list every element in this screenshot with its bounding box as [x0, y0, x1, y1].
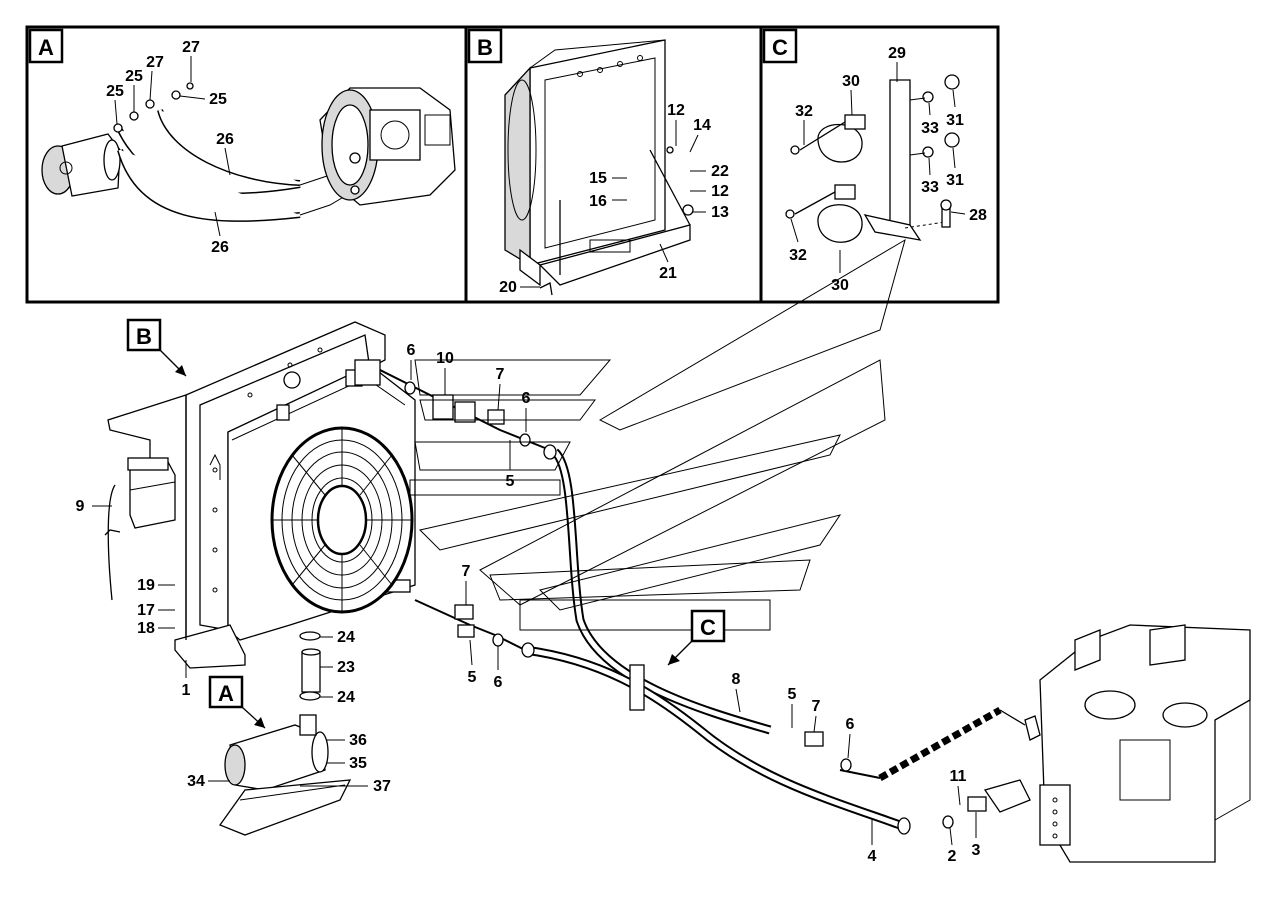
- svg-text:36: 36: [349, 732, 367, 749]
- svg-text:12: 12: [667, 102, 685, 119]
- svg-text:24: 24: [337, 689, 355, 706]
- svg-text:20: 20: [499, 279, 517, 296]
- svg-text:B: B: [136, 324, 152, 349]
- svg-text:6: 6: [494, 674, 503, 691]
- svg-text:34: 34: [187, 773, 205, 790]
- svg-text:25: 25: [125, 68, 143, 85]
- panel-c-drawing: [785, 74, 960, 243]
- svg-text:11: 11: [950, 768, 967, 785]
- svg-text:33: 33: [921, 120, 939, 137]
- hydraulic-pump: [218, 714, 352, 836]
- svg-text:14: 14: [693, 117, 711, 134]
- main-fittings: [404, 381, 1031, 829]
- svg-text:27: 27: [182, 39, 200, 56]
- svg-text:32: 32: [795, 103, 813, 120]
- svg-text:3: 3: [972, 842, 981, 859]
- svg-text:26: 26: [211, 239, 229, 256]
- svg-text:37: 37: [373, 778, 391, 795]
- view-tag-c: C: [667, 609, 726, 666]
- svg-text:30: 30: [831, 277, 849, 294]
- spacer-stack: [299, 631, 321, 701]
- svg-text:A: A: [38, 35, 54, 60]
- expansion-tank: [104, 394, 187, 601]
- panel-b-labels: 12 14 15 22 16 12 13 20 21: [499, 102, 729, 296]
- detail-panels-frame: [25, 25, 1000, 304]
- svg-text:7: 7: [462, 563, 471, 580]
- svg-text:35: 35: [349, 755, 367, 772]
- svg-text:18: 18: [137, 620, 155, 637]
- svg-text:5: 5: [468, 669, 477, 686]
- panel-tag-c: C: [762, 28, 798, 64]
- hose-lines: [379, 369, 1026, 835]
- svg-text:6: 6: [846, 716, 855, 733]
- svg-text:A: A: [218, 681, 234, 706]
- svg-text:31: 31: [946, 112, 964, 129]
- svg-text:7: 7: [496, 366, 505, 383]
- svg-text:32: 32: [789, 247, 807, 264]
- panel-b-drawing: [504, 39, 694, 296]
- view-tag-b: B: [126, 318, 187, 377]
- svg-text:1: 1: [182, 682, 191, 699]
- svg-text:22: 22: [711, 163, 729, 180]
- leader-outlines: [409, 238, 906, 631]
- panel-c-labels: 29 30 32 33 31 33 31 28 32 30: [789, 45, 987, 294]
- svg-text:10: 10: [436, 350, 454, 367]
- panel-tag-a: A: [28, 28, 64, 64]
- svg-text:16: 16: [589, 193, 607, 210]
- svg-text:17: 17: [137, 602, 155, 619]
- svg-text:21: 21: [659, 265, 677, 282]
- svg-text:25: 25: [209, 91, 227, 108]
- main-labels: 6 10 7 6 5 9 19 17 18 7 24 23 24 1 5 6 8…: [76, 342, 981, 865]
- svg-text:25: 25: [106, 83, 124, 100]
- fan-guard: [270, 426, 414, 614]
- svg-text:19: 19: [137, 577, 155, 594]
- panel-a-labels: 27 25 27 25 25 26 26: [106, 39, 234, 256]
- svg-text:28: 28: [969, 207, 987, 224]
- svg-text:23: 23: [337, 659, 355, 676]
- svg-text:30: 30: [842, 73, 860, 90]
- svg-text:27: 27: [146, 54, 164, 71]
- svg-text:15: 15: [589, 170, 607, 187]
- svg-text:7: 7: [812, 698, 821, 715]
- view-tag-a: A: [208, 675, 266, 729]
- svg-text:33: 33: [921, 179, 939, 196]
- svg-text:6: 6: [407, 342, 416, 359]
- svg-text:4: 4: [868, 848, 877, 865]
- svg-text:9: 9: [76, 498, 85, 515]
- svg-text:5: 5: [506, 473, 515, 490]
- svg-text:29: 29: [888, 45, 906, 62]
- svg-text:13: 13: [711, 204, 729, 221]
- svg-text:31: 31: [946, 172, 964, 189]
- svg-text:26: 26: [216, 131, 234, 148]
- svg-text:12: 12: [711, 183, 729, 200]
- machine-frame: [1024, 624, 1251, 863]
- panel-tag-b: B: [467, 28, 503, 64]
- svg-text:8: 8: [732, 671, 741, 688]
- panel-a-drawing: [41, 82, 456, 222]
- svg-text:6: 6: [522, 390, 531, 407]
- svg-text:B: B: [477, 35, 493, 60]
- svg-text:5: 5: [788, 686, 797, 703]
- svg-text:C: C: [700, 615, 716, 640]
- svg-text:24: 24: [337, 629, 355, 646]
- svg-text:C: C: [772, 35, 788, 60]
- svg-text:2: 2: [948, 848, 957, 865]
